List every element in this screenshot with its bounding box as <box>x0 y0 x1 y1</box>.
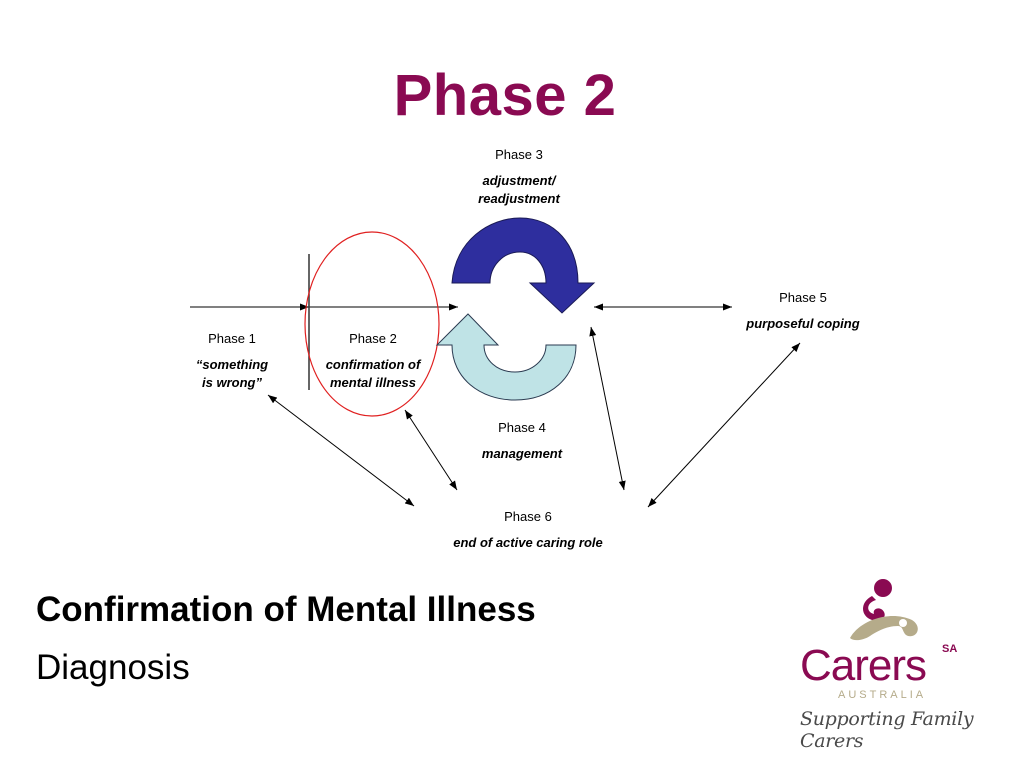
phase-2-desc-line-1: confirmation of <box>326 357 422 372</box>
phase-6-desc: end of active caring role <box>453 535 603 550</box>
connector-phase2-phase6 <box>404 409 458 491</box>
slide-subheading: Diagnosis <box>36 648 190 687</box>
phase-1-desc-line-1: “something <box>196 357 268 372</box>
slide-title: Phase 2 <box>393 63 617 128</box>
logo-brand: Carers <box>800 641 926 690</box>
phase-2-desc-line-2: mental illness <box>330 375 416 390</box>
phase-3-desc-line-2: readjustment <box>478 191 560 206</box>
phase-3-cycle-arrow <box>451 217 596 314</box>
logo-region: SA <box>942 643 957 655</box>
carers-emblem-icon <box>850 579 918 641</box>
phase-1-label: Phase 1 <box>208 331 256 346</box>
phase-2-label: Phase 2 <box>349 331 397 346</box>
phase-3-label: Phase 3 <box>495 147 543 162</box>
connector-phase1-phase6 <box>267 394 415 507</box>
logo-org: AUSTRALIA <box>838 689 926 701</box>
slide-heading: Confirmation of Mental Illness <box>36 590 536 629</box>
phase-4-label: Phase 4 <box>498 420 546 435</box>
phase-3-desc-line-1: adjustment/ <box>483 173 557 188</box>
phase-cycle-diagram: Phase 3 adjustment/ readjustment Phase 1… <box>190 147 860 550</box>
phase-6-label: Phase 6 <box>504 509 552 524</box>
phase-4-desc: management <box>482 446 563 461</box>
connector-cycle-phase6 <box>589 326 626 491</box>
connector-phase5-phase6 <box>647 342 801 508</box>
logo-tagline: Supporting Family Carers <box>800 708 974 752</box>
phase-5-desc: purposeful coping <box>745 316 859 331</box>
phase-5-label: Phase 5 <box>779 290 827 305</box>
phase-1-desc-line-2: is wrong” <box>202 375 262 390</box>
carers-sa-logo: SA Carers AUSTRALIA <box>800 579 957 701</box>
phase-4-cycle-arrow <box>435 313 577 401</box>
